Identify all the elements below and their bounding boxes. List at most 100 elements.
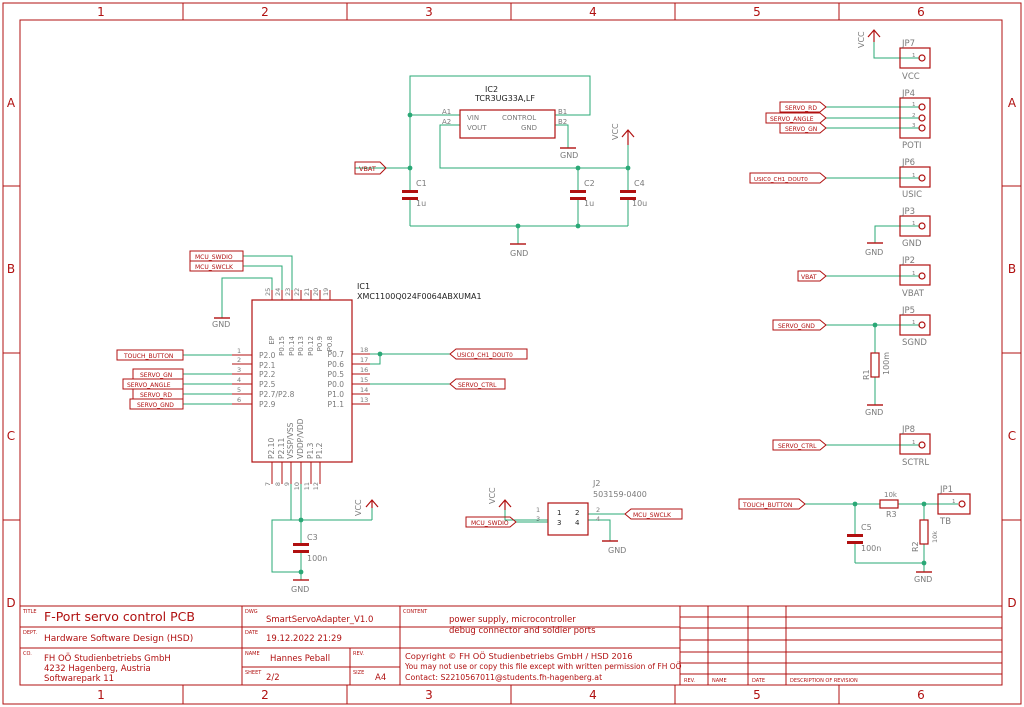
name-col-header: NAME: [712, 678, 727, 684]
frame-col-label: 5: [753, 688, 761, 702]
jumper-label: VBAT: [902, 289, 925, 299]
pin-number: 11: [303, 482, 311, 490]
net-label-j2-swdio: MCU_SWDIO: [465, 516, 517, 528]
pin-name: P0.5: [328, 370, 345, 379]
pin-number: 2: [575, 509, 579, 517]
notice-text: You may not use or copy this file except…: [404, 662, 682, 671]
frame-col-label: 6: [917, 5, 925, 19]
rev-label: REV.: [353, 651, 364, 657]
pin-name: VDDP/VDD: [296, 418, 305, 459]
company-line: FH OÖ Studienbetriebs GmbH: [44, 653, 171, 664]
power-supply-section: IC2 TCR3UG33A,LF A1 A2 B1 B2 VIN VOUT CO…: [354, 75, 647, 258]
connector-ref: J2: [592, 479, 600, 488]
content-line: power supply, microcontroller: [449, 615, 576, 625]
sheet-label: SHEET: [245, 670, 262, 676]
regulator-part: TCR3UG33A,LF: [474, 94, 535, 103]
pin-name: P0.6: [328, 360, 345, 369]
jumper-label: TB: [939, 517, 951, 527]
connector-part: 503159-0400: [593, 490, 647, 499]
pin-number: 3: [536, 515, 540, 523]
svg-text:SERVO_GN: SERVO_GN: [140, 372, 172, 379]
pin-name: P0.15: [278, 336, 286, 356]
solder-ports-section: JP7 VCC JP4 POTI JP6 USIC JP3 GND JP2 VB…: [738, 29, 971, 584]
pin-name: P0.13: [297, 336, 305, 356]
frame-row-label: C: [7, 429, 15, 443]
pin-name: VOUT: [467, 124, 487, 132]
svg-text:VBAT: VBAT: [359, 165, 376, 173]
frame-row-label: A: [7, 96, 16, 110]
regulator-ic2: [459, 109, 556, 139]
pin-name: EP: [268, 336, 276, 345]
jumper-jp1: [937, 493, 971, 515]
svg-text:MCU_SWDIO: MCU_SWDIO: [471, 520, 509, 527]
pin-name: GND: [521, 124, 537, 132]
svg-text:SERVO_CTRL: SERVO_CTRL: [458, 382, 497, 389]
frame-col-label: 3: [425, 688, 433, 702]
jumper-ref: JP6: [901, 158, 915, 168]
jumper-jp2: [899, 264, 931, 286]
pin-number: 17: [360, 356, 368, 364]
frame-col-label: 6: [917, 688, 925, 702]
regulator-ref: IC2: [485, 85, 498, 94]
pin-number: A1: [442, 108, 451, 116]
frame-col-label: 2: [261, 688, 269, 702]
svg-text:SERVO_ANGLE: SERVO_ANGLE: [770, 116, 814, 123]
pin-number: 1: [912, 173, 916, 179]
pin-name: P0.9: [316, 336, 324, 351]
dept-label: DEPT.: [23, 630, 37, 636]
pin-number: 3: [912, 123, 916, 129]
net-label-j2-swclk: MCU_SWCLK: [624, 508, 683, 520]
ground-label: GND: [914, 575, 932, 584]
title-label: TITLE: [22, 609, 37, 615]
pin-number: 2: [237, 356, 241, 364]
frame-row-label: D: [1007, 596, 1016, 610]
company-line: 4232 Hagenberg, Austria: [44, 664, 151, 674]
ground-label: GND: [510, 249, 528, 258]
svg-text:SERVO_GND: SERVO_GND: [778, 323, 815, 330]
capacitor-value: 1u: [584, 199, 594, 208]
sheet-title: F-Port servo control PCB: [44, 609, 195, 624]
pin-name: P0.0: [328, 380, 345, 389]
company-line: Softwarepark 11: [44, 674, 114, 684]
frame-row-label: A: [1008, 96, 1017, 110]
net-label-usic0-ch1-dout0: USIC0_CH1_DOUT0: [449, 348, 528, 360]
pin-number: B2: [558, 118, 567, 126]
svg-text:SERVO_ANGLE: SERVO_ANGLE: [127, 382, 171, 389]
pin-name: VSSP/VSS: [286, 422, 295, 459]
frame-row-labels: A B C D A B C D: [6, 96, 1017, 610]
pin-name: P0.14: [288, 335, 296, 355]
frame-col-label: 2: [261, 5, 269, 19]
drawing-name: SmartServoAdapter_V1.0: [266, 615, 373, 625]
capacitor-c2: [570, 190, 586, 193]
jumper-ref: JP4: [901, 89, 915, 99]
frame-col-label: 1: [97, 5, 105, 19]
pin-number: 22: [293, 288, 301, 296]
pin-name: P0.12: [307, 336, 315, 356]
content-line: debug connector and soldier ports: [449, 626, 596, 636]
department: Hardware Software Design (HSD): [44, 634, 193, 644]
resistor-value: 100m: [882, 352, 891, 375]
pin-number: 4: [575, 519, 580, 527]
rev-col-header: REV.: [684, 678, 695, 684]
net-label-servo-rd-jp4: SERVO_RD: [779, 101, 827, 113]
capacitor-ref: C4: [634, 179, 645, 188]
ground-label: GND: [212, 320, 230, 329]
ground-label: GND: [865, 408, 883, 417]
net-label-servo-angle: SERVO_ANGLE: [122, 378, 184, 390]
content-label: CONTENT: [403, 609, 428, 615]
vcc-label: VCC: [611, 123, 620, 140]
jumper-ref: JP1: [939, 485, 953, 495]
pin-number: 5: [237, 386, 241, 394]
pin-number: 12: [312, 482, 320, 490]
svg-text:TOUCH_BUTTON: TOUCH_BUTTON: [742, 502, 792, 509]
capacitor-c4-plate: [620, 197, 636, 200]
debug-connector-section: J2 503159-0400 1 2 3 4 1 3 2 4 VCC GND M…: [465, 479, 683, 555]
jumper-jp4: [899, 97, 931, 139]
pin-name: P0.8: [326, 336, 334, 351]
contact-text: Contact: S2210567011@students.fh-hagenbe…: [405, 673, 602, 682]
frame-row-label: B: [1008, 262, 1016, 276]
copyright-text: Copyright © FH OÖ Studienbetriebs GmbH /…: [405, 651, 633, 661]
svg-text:USIC0_CH1_DOUT0: USIC0_CH1_DOUT0: [457, 353, 513, 359]
mcu-part: XMC1100Q024F0064ABXUMA1: [357, 292, 482, 301]
pin-number: 9: [283, 482, 291, 486]
